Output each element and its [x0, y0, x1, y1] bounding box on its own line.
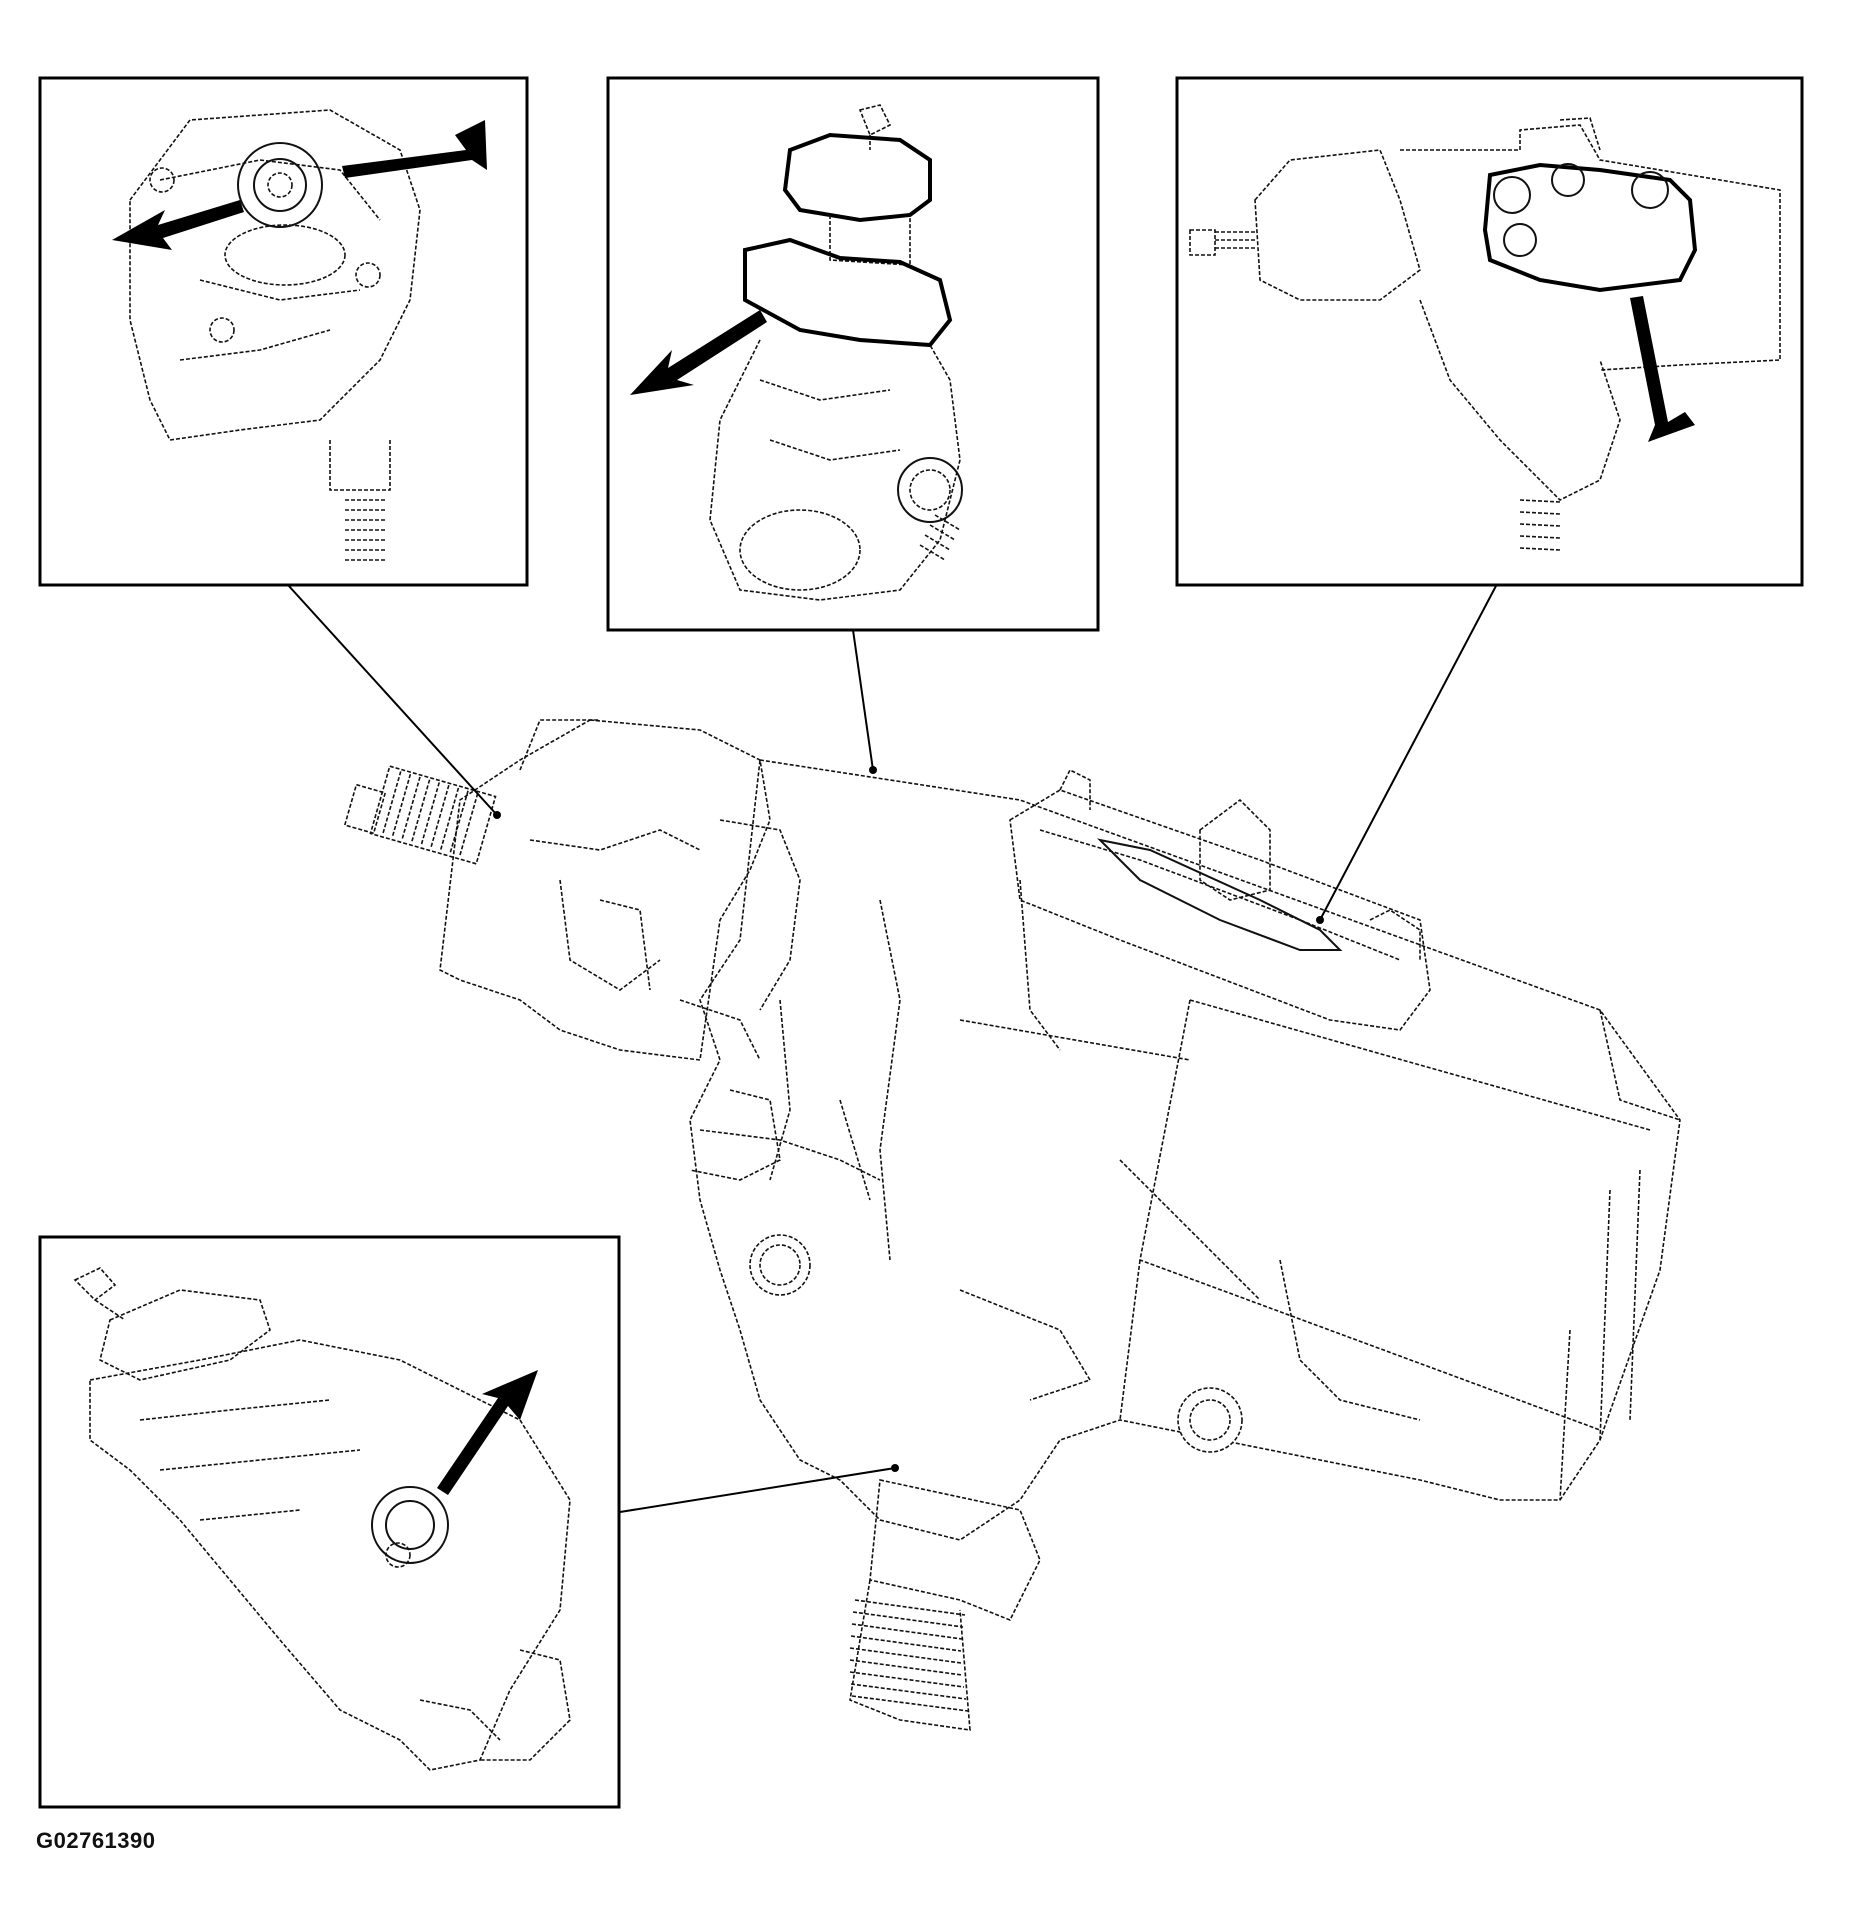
inset-side-cover	[1175, 76, 1804, 587]
leader-line-inset-3	[1319, 583, 1498, 921]
inset-valve-housing	[606, 76, 1100, 632]
pitman-shaft	[849, 1479, 1041, 1731]
mounting-boss	[749, 1234, 811, 1296]
pointer-arrow-icon	[342, 120, 487, 178]
gear-housing	[689, 759, 1681, 1541]
side-cover	[1009, 768, 1431, 1031]
inset-adjuster-plug	[38, 76, 529, 587]
figure-id-label: G02761390	[36, 1828, 156, 1853]
leader-lines	[287, 583, 1498, 1513]
leader-line-inset-4	[619, 1467, 896, 1513]
leader-line-inset-2	[852, 629, 874, 771]
mounting-boss	[1177, 1387, 1243, 1453]
inset-pitman-shaft-seal	[38, 1235, 621, 1809]
pointer-arrow-icon	[630, 310, 767, 395]
steering-gear-assembly	[343, 719, 1681, 1731]
input-shaft	[343, 765, 497, 865]
leader-line-inset-1	[287, 584, 498, 816]
pointer-arrow-icon	[112, 200, 244, 250]
pointer-arrow-icon	[437, 1370, 538, 1495]
valve-housing	[439, 719, 801, 1061]
pointer-arrow-icon	[1630, 296, 1695, 442]
